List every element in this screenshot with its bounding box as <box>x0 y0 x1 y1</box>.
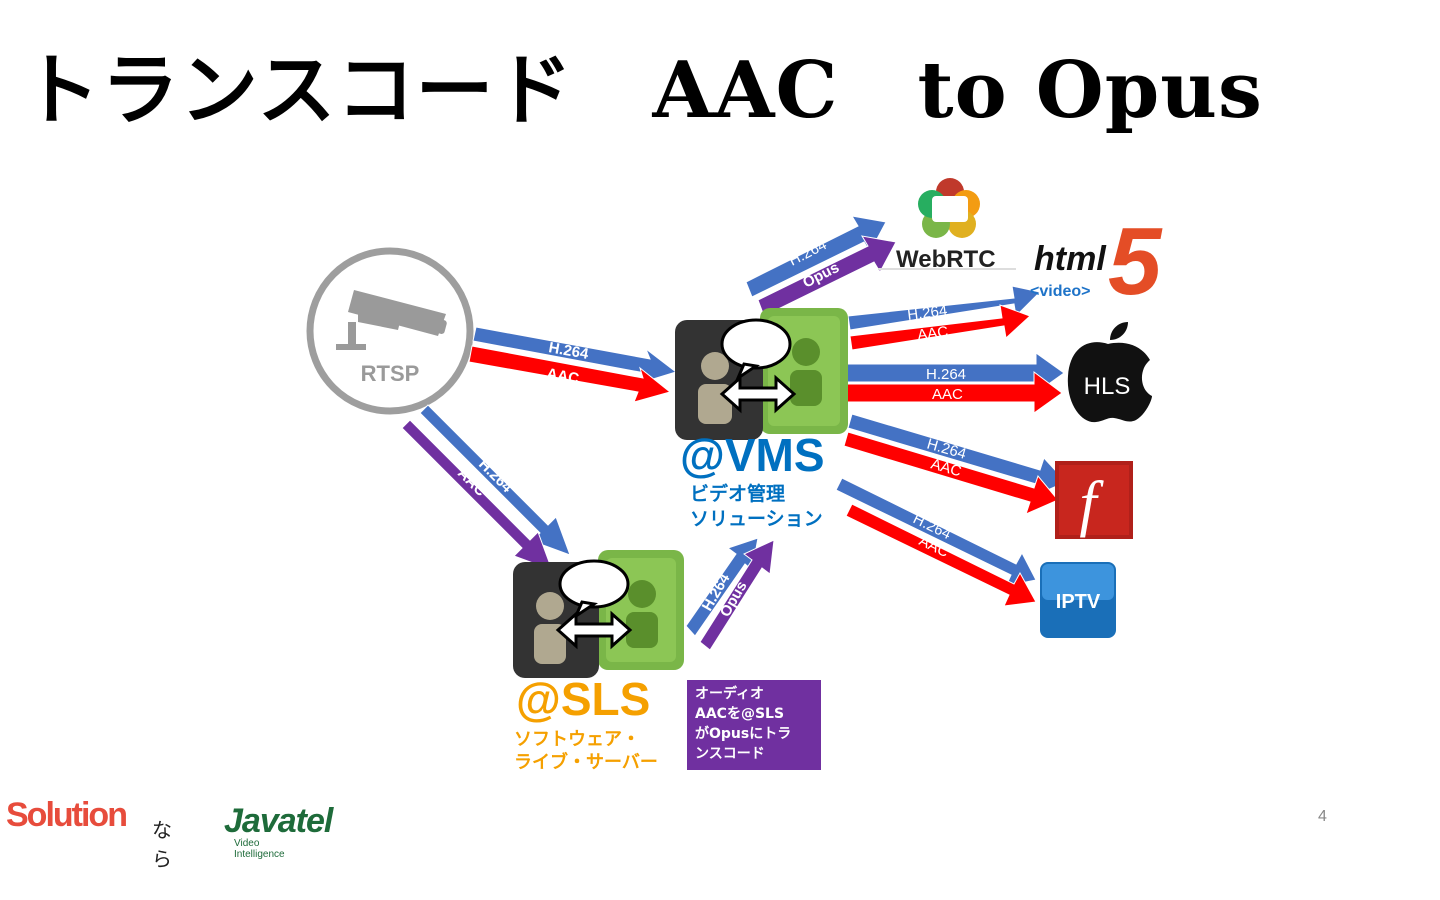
page-number: 4 <box>1318 808 1327 825</box>
solution-text: Solution <box>6 796 128 834</box>
html5-video-tag: <video> <box>1030 283 1091 300</box>
label-aac: AAC <box>932 386 963 403</box>
note-line2: AACを@SLS <box>695 706 785 722</box>
nara-text: なら <box>152 818 172 871</box>
hls-label: HLS <box>1084 373 1131 400</box>
webrtc-label: WebRTC <box>896 246 996 273</box>
flash-logo-icon: f <box>1055 461 1133 539</box>
arrow-vms-hls-aac: AAC <box>845 371 1063 414</box>
note-line3: がOpusにトラ <box>695 726 792 742</box>
iptv-label: IPTV <box>1056 591 1101 613</box>
arrow-vms-html5-h264: H.264 <box>847 285 1042 331</box>
rtsp-camera-icon: RTSP <box>306 247 474 415</box>
sls-subtitle-line2: ライブ・サーバー <box>514 752 658 773</box>
arrow-rtsp-sls-h264: H.264 <box>419 404 571 556</box>
sls-name: @SLS <box>516 673 651 725</box>
vms-subtitle-line2: ソリューション <box>690 508 823 530</box>
webrtc-logo-icon <box>878 178 1016 270</box>
arrow-rtsp-sls-aac: AAC <box>401 419 553 571</box>
arrow-vms-flash-aac: AAC <box>843 431 1059 515</box>
transcode-note: オーディオ AACを@SLS がOpusにトラ ンスコード <box>687 680 821 770</box>
note-line1: オーディオ <box>695 686 765 702</box>
vms-name: @VMS <box>680 429 825 481</box>
arrow-vms-html5-aac: AAC <box>849 304 1031 351</box>
javatel-tagline: Video Intelligence <box>234 838 285 860</box>
sls-subtitle-line1: ソフトウェア・ <box>514 729 640 750</box>
vms-subtitle: ビデオ管理 ソリューション <box>690 482 823 532</box>
rtsp-label: RTSP <box>361 361 420 386</box>
arrow-vms-hls-h264: H.264 <box>845 352 1065 394</box>
slide-title: トランスコード AAC to Opus <box>22 45 1263 136</box>
javatel-logo: Javatel <box>224 802 333 840</box>
label-aac: AAC <box>916 323 949 344</box>
solution-logo: Solution <box>6 796 128 834</box>
label-aac: AAC <box>545 365 580 387</box>
hls-apple-icon: HLS <box>1067 322 1152 423</box>
sls-app-icon <box>513 550 684 678</box>
html5-word: html <box>1034 240 1106 278</box>
label-h264: H.264 <box>926 366 966 383</box>
arrow-rtsp-vms-aac: AAC <box>468 345 672 403</box>
sls-subtitle: ソフトウェア・ ライブ・サーバー <box>514 728 658 774</box>
arrow-rtsp-vms-h264: H.264 <box>472 326 678 384</box>
html5-five: 5 <box>1108 208 1162 315</box>
vms-app-icon <box>675 308 848 440</box>
label-h264: H.264 <box>906 302 948 324</box>
vms-subtitle-line1: ビデオ管理 <box>690 483 786 505</box>
arrow-vms-iptv-aac: AAC <box>845 503 1037 607</box>
note-line4: ンスコード <box>695 746 765 762</box>
iptv-badge-icon: IPTV <box>1040 562 1116 638</box>
label-h264: H.264 <box>547 339 590 363</box>
